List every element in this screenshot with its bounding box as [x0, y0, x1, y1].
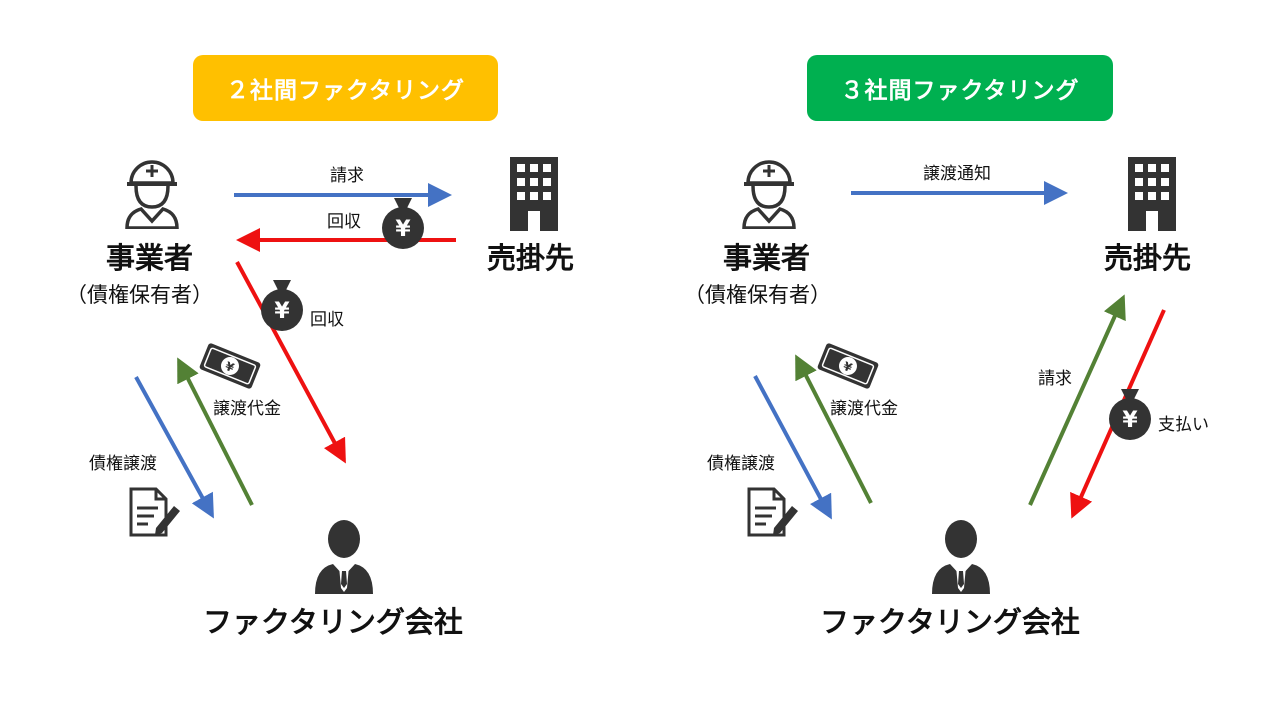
- assign-label: 債権譲渡: [707, 454, 775, 474]
- business-sub-label: （債権保有者）: [684, 283, 831, 307]
- three-party-factoring-panel: ３社間ファクタリング 事業者 （債権保有者） 売掛先 ファクタリング会社 譲渡通…: [640, 0, 1280, 720]
- yen-money-bag-icon: ¥: [261, 280, 303, 331]
- debtor-label: 売掛先: [1104, 241, 1192, 275]
- yen-banknote-icon: ¥: [199, 343, 261, 389]
- invoice-label: 請求: [1038, 369, 1072, 389]
- right-arrows-layer: [753, 181, 1166, 520]
- transfer-fee-arrow: [177, 357, 254, 506]
- factor-label: ファクタリング会社: [820, 605, 1080, 639]
- assign-arrow: [134, 376, 214, 519]
- document-pen-icon: [129, 487, 180, 537]
- two-party-factoring-panel: ２社間ファクタリング 事業者 （債権保有者） 売掛先 ファクタリング会社 請求 …: [66, 55, 575, 639]
- assign-arrow: [753, 375, 832, 520]
- worker-helmet-icon: [125, 160, 179, 229]
- assign-label: 債権譲渡: [89, 454, 157, 474]
- invoice-label: 請求: [330, 166, 364, 186]
- svg-text:¥: ¥: [395, 217, 411, 242]
- business-label: 事業者: [723, 241, 811, 275]
- svg-text:¥: ¥: [274, 299, 290, 324]
- yen-money-bag-icon: ¥: [1109, 389, 1151, 440]
- invoice-arrow: [1028, 294, 1126, 506]
- businessman-icon: [932, 520, 990, 594]
- business-label: 事業者: [106, 241, 194, 275]
- yen-banknote-icon: ¥: [817, 343, 879, 389]
- yen-money-bag-icon: ¥: [382, 198, 424, 249]
- title-badge: ２社間ファクタリング: [193, 55, 498, 121]
- building-icon: [1128, 157, 1176, 231]
- title-badge: ３社間ファクタリング: [807, 55, 1113, 121]
- factor-label: ファクタリング会社: [203, 605, 463, 639]
- payment-label: 支払い: [1158, 415, 1209, 435]
- svg-text:¥: ¥: [1122, 408, 1138, 433]
- building-icon: [510, 157, 558, 231]
- debtor-label: 売掛先: [487, 241, 575, 275]
- transfer-fee-label: 譲渡代金: [830, 399, 898, 419]
- transfer-fee-label: 譲渡代金: [213, 399, 281, 419]
- transfer-fee-arrow: [795, 354, 873, 504]
- collect-top-label: 回収: [327, 212, 361, 232]
- collect-arrow-diagonal: [235, 261, 346, 464]
- document-pen-icon: [747, 487, 798, 537]
- notice-label: 譲渡通知: [923, 164, 991, 184]
- business-sub-label: （債権保有者）: [66, 283, 213, 307]
- businessman-icon: [315, 520, 373, 594]
- collect-diag-label: 回収: [310, 310, 344, 330]
- worker-helmet-icon: [742, 160, 796, 229]
